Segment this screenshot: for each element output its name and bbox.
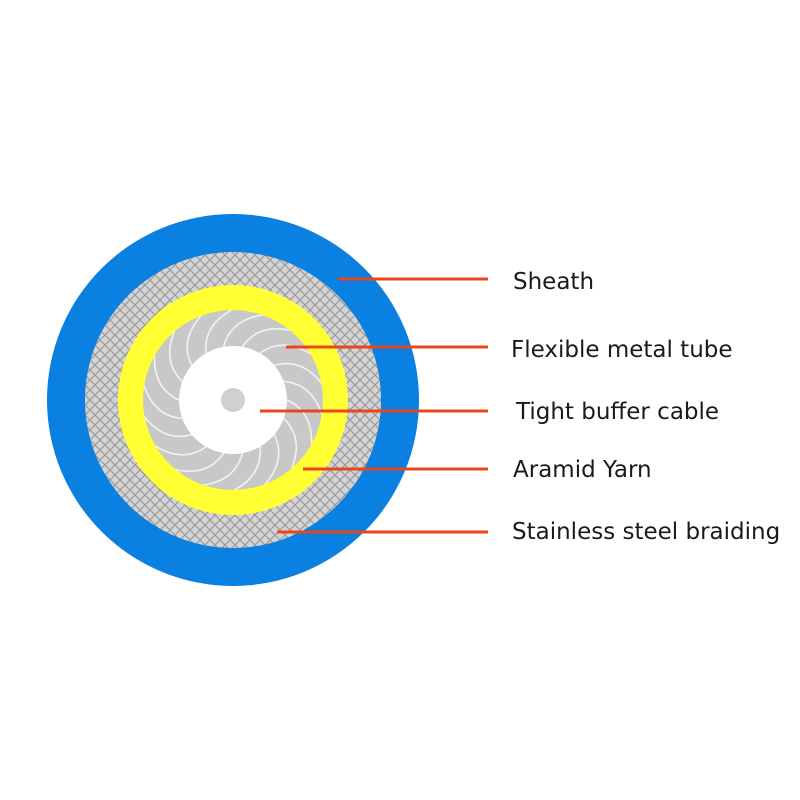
metal-tube-spiral-line: [171, 452, 225, 473]
metal-tube-spiral-line: [199, 453, 244, 487]
metal-tube-spiral-line: [153, 351, 180, 401]
label-sheath: Sheath: [513, 269, 594, 295]
metal-tube-spiral-line: [286, 399, 313, 449]
metal-tube-spiral-line: [168, 327, 183, 383]
metal-tube-spiral-line: [230, 446, 261, 490]
metal-tube-spiral-line: [283, 417, 298, 473]
metal-tube-spiral-line: [143, 381, 183, 420]
metal-tube-spiral-line: [241, 327, 295, 348]
label-tight-buffer-cable: Tight buffer cable: [515, 399, 719, 425]
metal-tube-spiral-lines: [143, 310, 323, 490]
metal-tube-spiral-line: [274, 362, 323, 387]
metal-tube-spiral-line: [283, 380, 323, 419]
metal-tube-spiral-line: [222, 313, 267, 347]
metal-tube-spiral-line: [186, 312, 205, 366]
label-flexible-metal-tube: Flexible metal tube: [511, 337, 733, 363]
metal-tube-spiral-line: [143, 413, 192, 438]
metal-tube-spiral-line: [151, 443, 207, 456]
fiber-core: [221, 388, 245, 412]
label-stainless-steel-braiding: Stainless steel braiding: [512, 519, 780, 545]
metal-tube-spiral-line: [259, 344, 315, 357]
label-aramid-yarn: Aramid Yarn: [513, 457, 652, 483]
metal-tube-spiral-line: [261, 434, 280, 488]
metal-tube-spiral-line: [205, 310, 236, 354]
